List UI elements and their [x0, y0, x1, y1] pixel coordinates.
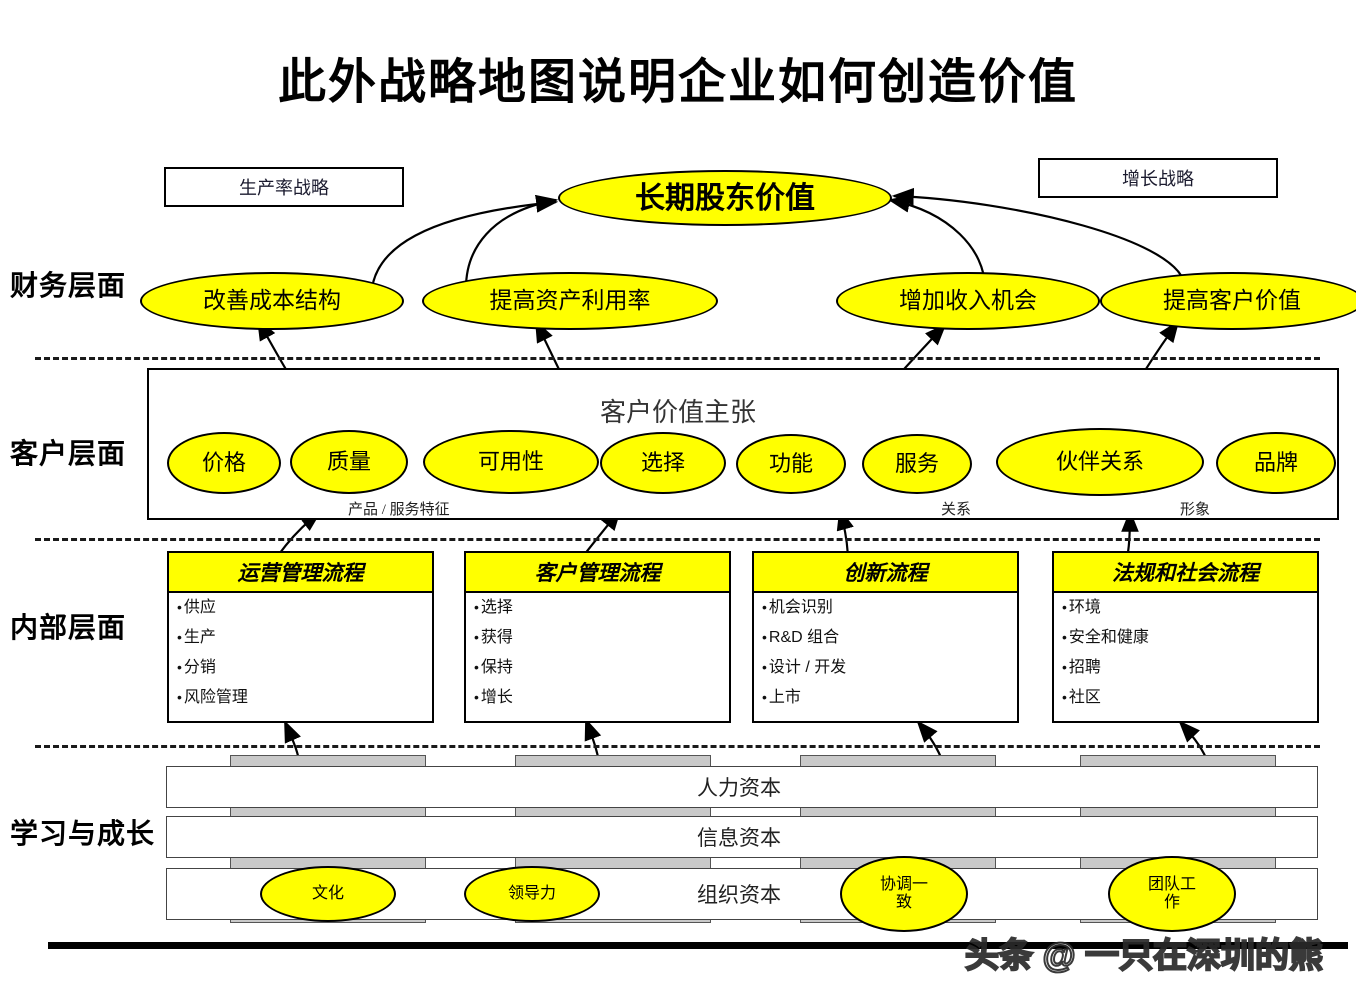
- capital-label: 组织资本: [697, 883, 781, 907]
- financial-objective-long-term-shareholder-value: 长期股东价值: [558, 170, 892, 226]
- process-item: 分销: [177, 660, 432, 676]
- process-item: 上市: [762, 690, 1017, 706]
- process-body: 选择 获得 保持 增长: [466, 593, 729, 721]
- organization-item-alignment: 协调一致: [840, 856, 968, 932]
- process-item: 社区: [1062, 690, 1317, 706]
- attribute-label: 质量: [326, 448, 371, 474]
- financial-objective-increase-asset-utilization: 提高资产利用率: [422, 272, 718, 330]
- process-body: 环境 安全和健康 招聘 社区: [1054, 593, 1317, 721]
- divider-customer-internal: [35, 538, 1320, 541]
- customer-attribute-partnership: 伙伴关系: [996, 428, 1204, 496]
- attribute-label: 品牌: [1253, 449, 1298, 475]
- page-title: 此外战略地图说明企业如何创造价值: [277, 56, 1078, 109]
- layer-label-learning: 学习与成长: [10, 819, 156, 850]
- process-item: 选择: [474, 600, 729, 616]
- customer-value-proposition-title: 客户价值主张: [600, 398, 757, 427]
- process-header: 创新流程: [754, 553, 1017, 593]
- process-box-regulatory-social: 法规和社会流程 环境 安全和健康 招聘 社区: [1052, 551, 1319, 723]
- process-box-operations-management: 运营管理流程 供应 生产 分销 风险管理: [167, 551, 434, 723]
- organization-item-teamwork: 团队工作: [1108, 856, 1236, 932]
- watermark: 头条 @ 一只在深圳的熊: [964, 936, 1324, 976]
- objective-label: 增加收入机会: [899, 288, 1037, 314]
- organization-item-label: 领导力: [507, 885, 556, 903]
- process-item: R&D 组合: [762, 630, 1017, 646]
- capital-bar-information: 信息资本: [166, 816, 1318, 858]
- process-box-customer-management: 客户管理流程 选择 获得 保持 增长: [464, 551, 731, 723]
- organization-item-culture: 文化: [260, 866, 396, 922]
- process-item: 安全和健康: [1062, 630, 1317, 646]
- customer-caption-image: 形象: [1180, 502, 1211, 518]
- customer-caption-relationship: 关系: [941, 502, 972, 518]
- process-item: 生产: [177, 630, 432, 646]
- layer-label-customer: 客户层面: [10, 439, 127, 470]
- growth-strategy-label: 增长战略: [1122, 169, 1194, 189]
- attribute-label: 服务: [894, 450, 939, 476]
- customer-attribute-price: 价格: [167, 432, 281, 494]
- customer-attribute-quality: 质量: [290, 430, 408, 494]
- divider-financial-customer: [35, 357, 1320, 360]
- process-item: 环境: [1062, 600, 1317, 616]
- financial-objective-expand-revenue-opportunities: 增加收入机会: [836, 272, 1100, 330]
- process-item: 保持: [474, 660, 729, 676]
- layer-label-financial: 财务层面: [10, 271, 127, 302]
- bottom-rule: [48, 942, 1348, 949]
- hero-label: 长期股东价值: [635, 181, 815, 215]
- objective-label: 提高客户价值: [1163, 288, 1301, 314]
- customer-caption-product-service-attributes: 产品 / 服务特征: [348, 502, 450, 518]
- growth-strategy-box: 增长战略: [1038, 158, 1278, 198]
- layer-label-internal: 内部层面: [10, 613, 127, 644]
- customer-attribute-functionality: 功能: [736, 434, 846, 494]
- process-header: 法规和社会流程: [1054, 553, 1317, 593]
- financial-objective-improve-cost-structure: 改善成本结构: [140, 272, 404, 330]
- attribute-label: 选择: [640, 449, 685, 475]
- attribute-label: 价格: [201, 449, 246, 475]
- attribute-label: 可用性: [477, 448, 544, 474]
- objective-label: 提高资产利用率: [489, 288, 651, 314]
- process-box-innovation: 创新流程 机会识别 R&D 组合 设计 / 开发 上市: [752, 551, 1019, 723]
- attribute-label: 伙伴关系: [1055, 448, 1144, 474]
- objective-label: 改善成本结构: [203, 288, 341, 314]
- financial-objective-enhance-customer-value: 提高客户价值: [1100, 272, 1356, 330]
- process-item: 供应: [177, 600, 432, 616]
- process-header: 客户管理流程: [466, 553, 729, 593]
- capital-bar-human: 人力资本: [166, 766, 1318, 808]
- divider-internal-learning: [35, 745, 1320, 748]
- organization-item-label: 文化: [311, 885, 344, 903]
- productivity-strategy-label: 生产率战略: [239, 178, 329, 198]
- customer-attribute-selection: 选择: [600, 432, 726, 494]
- organization-item-label: 团队工作: [1147, 876, 1196, 911]
- productivity-strategy-box: 生产率战略: [164, 167, 404, 207]
- process-item: 机会识别: [762, 600, 1017, 616]
- customer-attribute-availability: 可用性: [423, 430, 599, 494]
- customer-attribute-brand: 品牌: [1216, 432, 1336, 494]
- organization-item-label: 协调一致: [879, 876, 928, 911]
- process-item: 招聘: [1062, 660, 1317, 676]
- process-body: 供应 生产 分销 风险管理: [169, 593, 432, 721]
- customer-attribute-service: 服务: [862, 434, 972, 494]
- process-item: 设计 / 开发: [762, 660, 1017, 676]
- process-header: 运营管理流程: [169, 553, 432, 593]
- attribute-label: 功能: [768, 450, 813, 476]
- process-item: 风险管理: [177, 690, 432, 706]
- capital-label: 人力资本: [697, 776, 781, 800]
- process-body: 机会识别 R&D 组合 设计 / 开发 上市: [754, 593, 1017, 721]
- organization-item-leadership: 领导力: [464, 866, 600, 922]
- process-item: 获得: [474, 630, 729, 646]
- capital-label: 信息资本: [697, 826, 781, 850]
- process-item: 增长: [474, 690, 729, 706]
